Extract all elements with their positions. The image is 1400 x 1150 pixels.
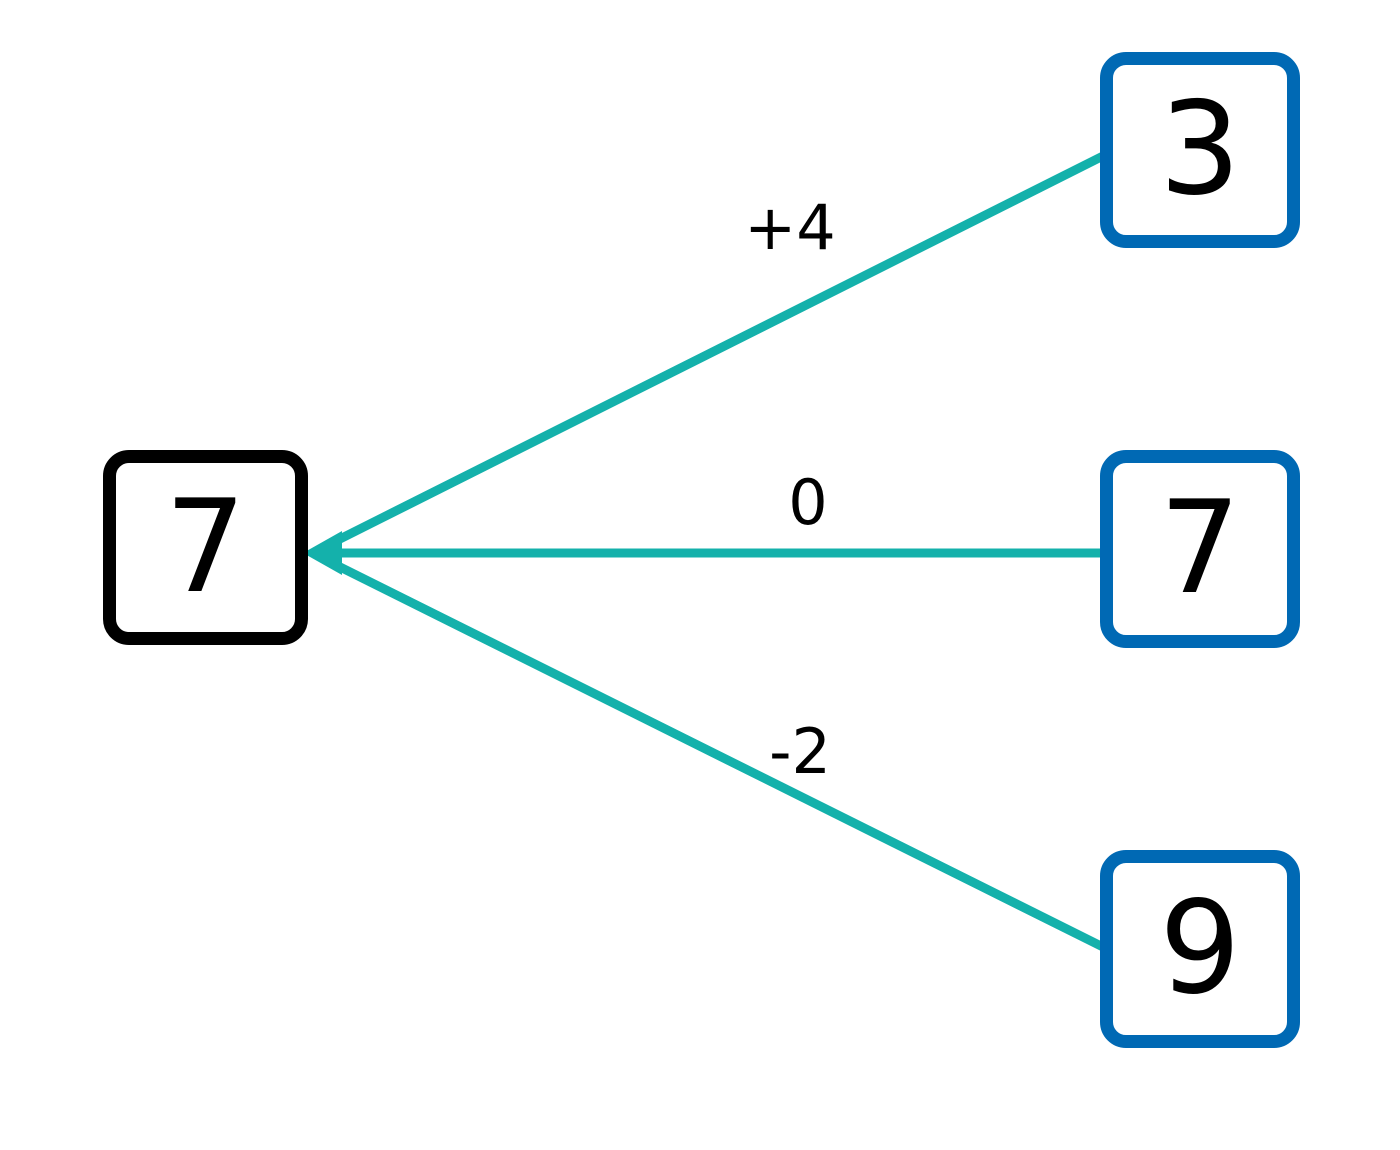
target-node-label: 9 xyxy=(1159,874,1241,1023)
target-node-label: 7 xyxy=(1159,474,1241,623)
source-node-7[interactable]: 7 xyxy=(103,450,308,645)
source-node-label: 7 xyxy=(164,472,247,622)
target-node-9[interactable]: 9 xyxy=(1100,850,1300,1048)
arrowhead-icon xyxy=(303,531,342,575)
edge-label-zero: 0 xyxy=(788,466,828,539)
edge-line-plus4 xyxy=(317,150,1108,554)
target-node-label: 3 xyxy=(1159,75,1241,224)
target-node-7[interactable]: 7 xyxy=(1100,450,1300,648)
edge-label-plus4: +4 xyxy=(744,191,836,264)
edge-label-minus2: -2 xyxy=(769,715,831,788)
edge-line-minus2 xyxy=(317,552,1108,953)
target-node-3[interactable]: 3 xyxy=(1100,52,1300,248)
